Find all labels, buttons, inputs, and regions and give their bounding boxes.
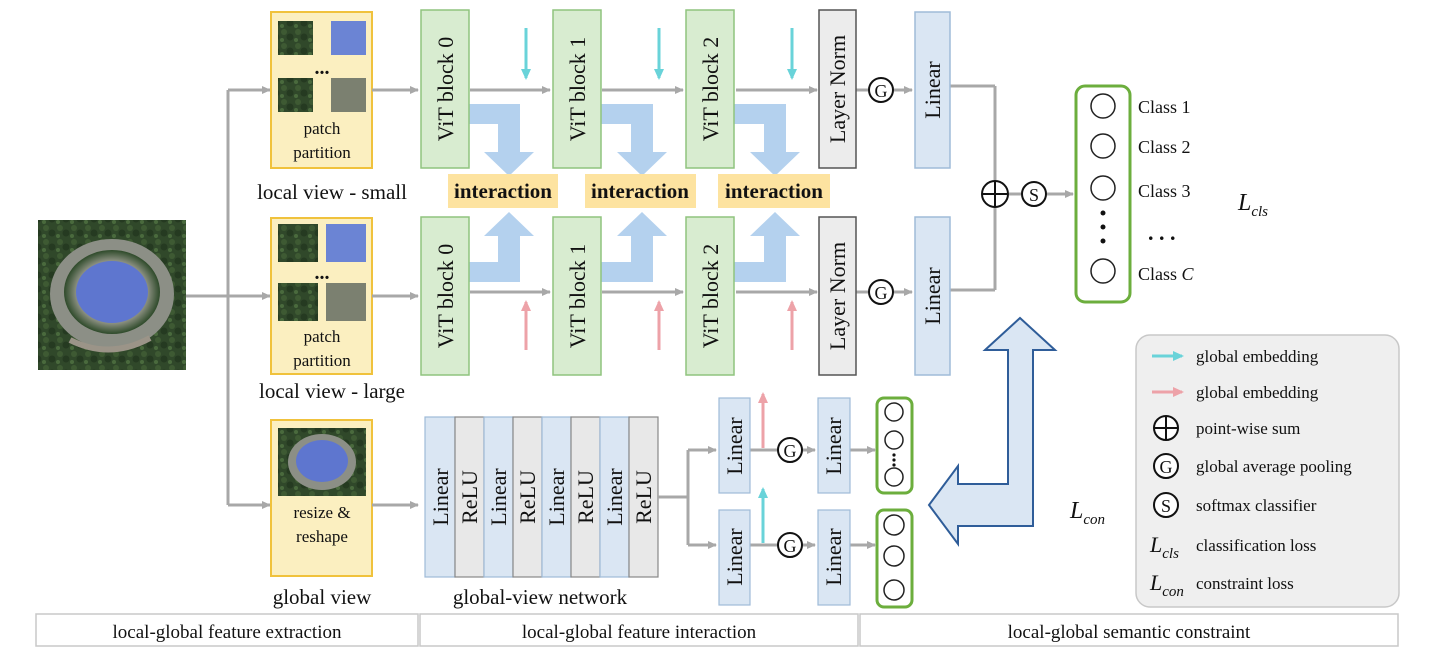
linear-top: Linear xyxy=(914,11,951,169)
layer-norm-label: Layer Norm xyxy=(825,242,850,350)
gap-symbol-branch-bottom: G xyxy=(777,532,803,558)
vit-block-label: ViT block 0 xyxy=(433,244,458,349)
section-label: local-global semantic constraint xyxy=(1008,622,1251,643)
patch-label-line1: patch xyxy=(304,119,341,138)
pointwise-sum-symbol xyxy=(981,180,1009,208)
class-output-column xyxy=(1074,84,1132,304)
interaction-label: interaction xyxy=(725,179,823,203)
layer-norm-top: Layer Norm xyxy=(818,9,857,169)
global-view-network-caption: global-view network xyxy=(453,585,628,609)
legend-label: constraint loss xyxy=(1196,574,1294,593)
vit-block-label: ViT block 1 xyxy=(565,244,590,349)
svg-text:G: G xyxy=(784,536,797,556)
legend-label: global embedding xyxy=(1196,383,1319,402)
network-layer-label: Linear xyxy=(544,468,569,526)
global-view-caption: global view xyxy=(273,585,372,609)
local-view-small-caption: local view - small xyxy=(257,180,407,204)
legend-label: softmax classifier xyxy=(1196,496,1317,515)
linear-label: Linear xyxy=(920,267,945,325)
global-view-network: Linear ReLU Linear ReLU Linear ReLU Line… xyxy=(424,416,659,578)
legend: global embedding global embedding point-… xyxy=(1135,334,1400,608)
layer-norm-label: Layer Norm xyxy=(825,35,850,143)
svg-text:G: G xyxy=(784,441,797,461)
patch-label-line2: partition xyxy=(293,143,351,162)
softmax-symbol: S xyxy=(1021,181,1047,207)
class-labels: Class 1 Class 2 Class 3 . . . Class C xyxy=(1138,97,1195,284)
svg-text:Linear: Linear xyxy=(821,528,846,586)
svg-text:G: G xyxy=(1160,457,1173,477)
con-loss-symbol: Lcon xyxy=(1149,570,1184,600)
interaction-flow-arrows xyxy=(468,104,800,282)
branch-linear-top: Linear Linear xyxy=(718,397,851,494)
constraint-loss-label: Lcon xyxy=(1069,498,1105,528)
constraint-arrow xyxy=(927,316,1058,548)
patch-ellipsis: ... xyxy=(315,262,330,284)
gap-symbol-branch-top: G xyxy=(777,437,803,463)
classification-loss-label: Lcls xyxy=(1237,190,1268,220)
network-layer-label: ReLU xyxy=(515,470,540,524)
global-view-box: resize & reshape xyxy=(270,419,373,577)
svg-text:Linear: Linear xyxy=(722,528,747,586)
network-layer-label: Linear xyxy=(428,468,453,526)
svg-text:Linear: Linear xyxy=(722,417,747,475)
gap-symbol-top: G xyxy=(868,77,894,103)
softmax-icon: S xyxy=(1153,492,1179,518)
class-label: Class 2 xyxy=(1138,137,1191,157)
svg-text:G: G xyxy=(875,81,888,101)
input-aerial-image xyxy=(38,220,186,370)
svg-text:S: S xyxy=(1161,496,1171,516)
vit-block-label: ViT block 0 xyxy=(433,37,458,142)
patch-ellipsis: ... xyxy=(315,57,330,79)
section-label: local-global feature extraction xyxy=(113,622,342,643)
interaction-label: interaction xyxy=(591,179,689,203)
network-layer-label: ReLU xyxy=(573,470,598,524)
linear-label: Linear xyxy=(920,61,945,119)
section-label: local-global feature interaction xyxy=(522,622,757,643)
resize-label-line1: resize & xyxy=(293,503,350,522)
gap-symbol-bottom: G xyxy=(868,279,894,305)
class-label: Class C xyxy=(1138,264,1195,284)
vit-blocks-bottom: ViT block 0 ViT block 1 ViT block 2 xyxy=(420,216,735,376)
branch-linear-bottom: Linear Linear xyxy=(718,509,851,606)
interaction-label: interaction xyxy=(454,179,552,203)
patch-label-line2: partition xyxy=(293,351,351,370)
layer-norm-bottom: Layer Norm xyxy=(818,216,857,376)
section-footer: local-global feature extraction local-gl… xyxy=(35,613,1399,647)
vit-block-label: ViT block 2 xyxy=(698,244,723,349)
vit-block-label: ViT block 2 xyxy=(698,37,723,142)
network-layer-label: Linear xyxy=(486,468,511,526)
branch-output-bottom xyxy=(875,508,914,609)
class-label: . . . xyxy=(1148,220,1176,245)
cls-loss-symbol: Lcls xyxy=(1149,532,1179,562)
svg-text:S: S xyxy=(1029,185,1039,205)
class-label: Class 1 xyxy=(1138,97,1191,117)
legend-label: point-wise sum xyxy=(1196,419,1300,438)
vit-blocks-top: ViT block 0 ViT block 1 ViT block 2 xyxy=(420,9,735,169)
patch-partition-small: ... patch partition xyxy=(270,11,373,169)
interaction-labels: interaction interaction interaction xyxy=(448,174,830,208)
network-output-arrows xyxy=(658,446,876,549)
local-view-large-caption: local view - large xyxy=(259,379,405,403)
embedding-arrows xyxy=(521,28,797,350)
legend-label: classification loss xyxy=(1196,536,1316,555)
linear-bottom: Linear xyxy=(914,216,951,376)
input-branch-arrows xyxy=(186,86,271,509)
row-connectors xyxy=(372,84,1074,300)
resize-label-line2: reshape xyxy=(296,527,348,546)
sum-icon xyxy=(1153,415,1179,441)
branch-output-top xyxy=(875,396,914,495)
patch-label-line1: patch xyxy=(304,327,341,346)
legend-label: global embedding xyxy=(1196,347,1319,366)
network-layer-label: ReLU xyxy=(631,470,656,524)
gap-icon: G xyxy=(1153,453,1179,479)
class-label: Class 3 xyxy=(1138,181,1191,201)
network-layer-label: ReLU xyxy=(457,470,482,524)
svg-text:Linear: Linear xyxy=(821,417,846,475)
svg-text:G: G xyxy=(875,283,888,303)
vit-block-label: ViT block 1 xyxy=(565,37,590,142)
network-layer-label: Linear xyxy=(602,468,627,526)
legend-label: global average pooling xyxy=(1196,457,1352,476)
patch-partition-large: ... patch partition xyxy=(270,217,373,375)
